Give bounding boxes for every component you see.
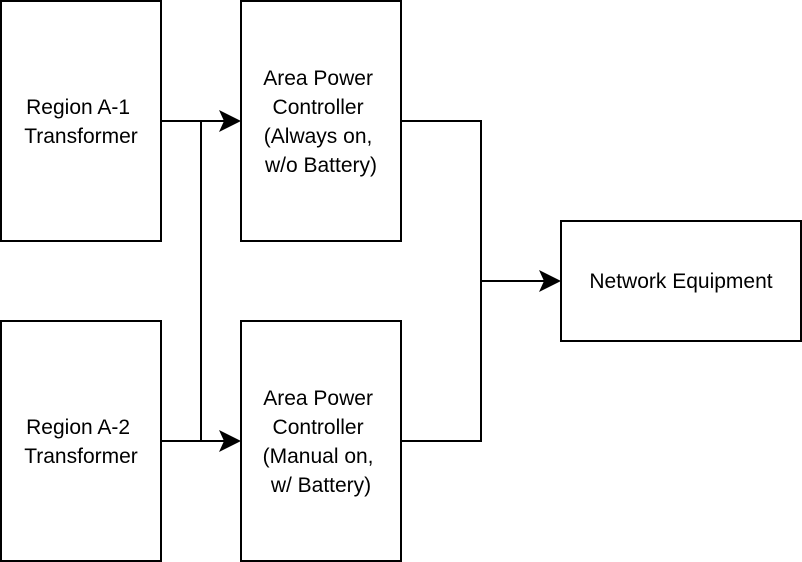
node-transformer-a1-label: Region A-1 Transformer	[24, 96, 138, 148]
node-label-line: (Manual on,	[263, 445, 374, 468]
node-transformer-a2-label: Region A-2 Transformer	[24, 416, 138, 468]
node-label-line: Area Power	[263, 67, 373, 90]
node-network-equipment-label: Network Equipment	[589, 270, 772, 293]
arrowhead-manual-on	[219, 430, 241, 452]
node-label-line: Controller	[273, 96, 364, 119]
arrowhead-always-on	[219, 110, 241, 132]
node-label-line: Controller	[273, 416, 364, 439]
arrowhead-network	[539, 270, 561, 292]
node-controller-always-on: Area Power Controller (Always on, w/o Ba…	[240, 0, 402, 242]
node-label-line: Network Equipment	[589, 270, 772, 293]
node-label-line: (Always on,	[264, 125, 373, 148]
node-controller-manual-on-box	[240, 320, 402, 562]
node-controller-always-on-label: Area Power Controller (Always on, w/o Ba…	[263, 67, 379, 177]
edges-controllers-to-network	[401, 120, 561, 442]
node-controller-always-on-box	[240, 0, 402, 242]
node-transformer-a2-box	[0, 320, 162, 562]
node-transformer-a1: Region A-1 Transformer	[0, 0, 162, 242]
node-controller-manual-on: Area Power Controller (Manual on, w/ Bat…	[240, 320, 402, 562]
node-label-line: Region A-2	[26, 416, 130, 439]
node-label-line: Area Power	[263, 387, 373, 410]
node-label-line: Region A-1	[26, 96, 130, 119]
edges-transformers-to-controllers	[161, 110, 241, 452]
node-label-line: Transformer	[24, 445, 138, 468]
node-transformer-a2: Region A-2 Transformer	[0, 320, 162, 562]
node-label-line: w/ Battery)	[270, 474, 371, 497]
node-controller-manual-on-label: Area Power Controller (Manual on, w/ Bat…	[263, 387, 380, 497]
node-label-line: Transformer	[24, 125, 138, 148]
edge-manual-on-to-network	[401, 281, 482, 442]
node-transformer-a1-box	[0, 0, 162, 242]
node-label-line: w/o Battery)	[264, 154, 377, 177]
node-network-equipment: Network Equipment	[560, 220, 802, 342]
edge-always-on-to-network	[401, 120, 482, 281]
